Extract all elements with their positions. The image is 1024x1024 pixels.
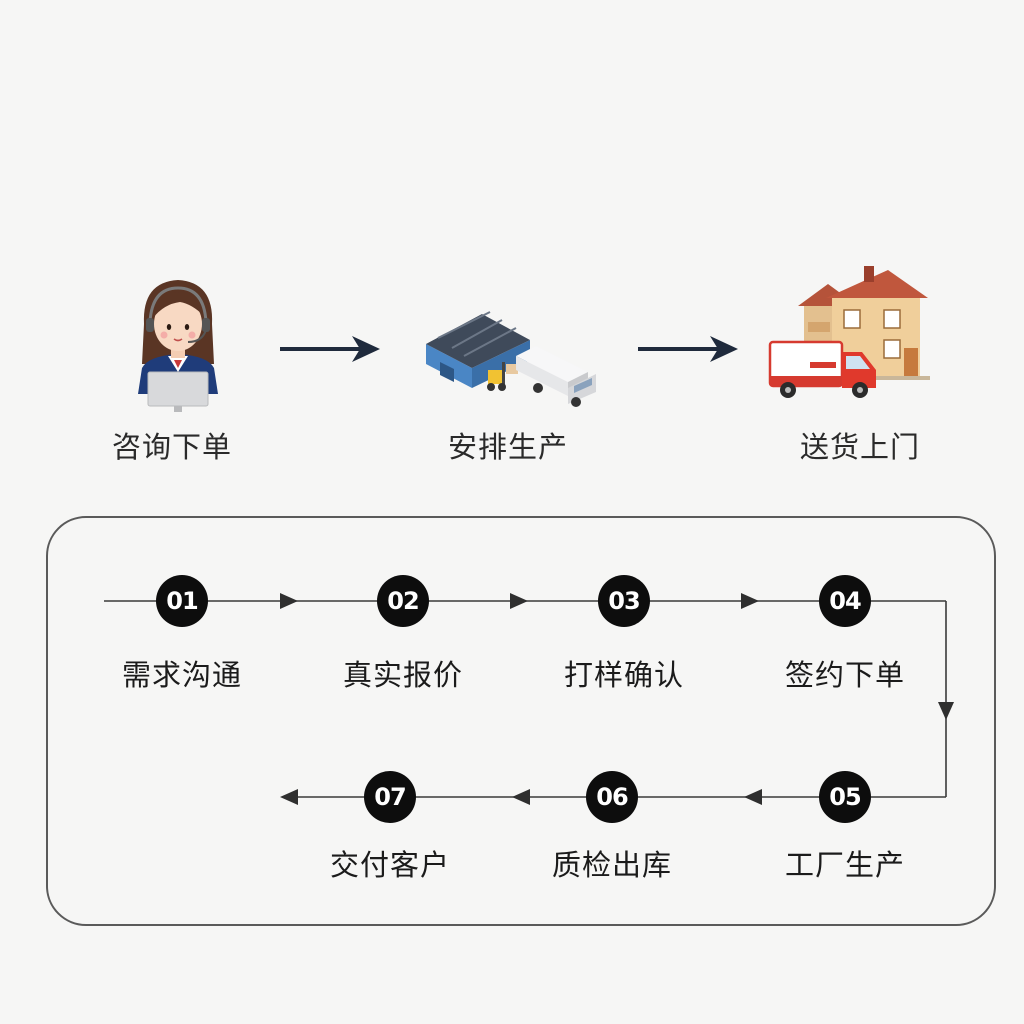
top-arrow-2 [636, 334, 740, 364]
step-label-04: 签约下单 [784, 658, 905, 692]
factory-warehouse-icon [418, 292, 600, 408]
flow-arrowhead [510, 593, 528, 609]
top-arrow-1 [278, 334, 382, 364]
customer-service-agent-icon [128, 272, 228, 414]
step-number-01: 01 [156, 575, 208, 627]
step-label-07: 交付客户 [329, 848, 450, 882]
step-label-01: 需求沟通 [121, 658, 242, 692]
step-number-03: 03 [598, 575, 650, 627]
step-number-07: 07 [364, 771, 416, 823]
step-number-04: 04 [819, 575, 871, 627]
flow-arrowhead [938, 702, 954, 720]
flow-arrowhead [280, 789, 298, 805]
flow-arrowhead [741, 593, 759, 609]
flow-arrowhead [744, 789, 762, 805]
step-label-06: 质检出库 [551, 848, 672, 882]
flow-arrowhead [512, 789, 530, 805]
process-box [46, 516, 996, 926]
step-number-06: 06 [586, 771, 638, 823]
step-label-02: 真实报价 [342, 658, 463, 692]
step-number-05: 05 [819, 771, 871, 823]
top-stage-label-3: 送货上门 [799, 430, 920, 464]
top-stage-label-1: 咨询下单 [111, 430, 232, 464]
step-number-02: 02 [377, 575, 429, 627]
step-label-05: 工厂生产 [784, 848, 905, 882]
top-stage-label-2: 安排生产 [447, 430, 568, 464]
flow-arrowhead [280, 593, 298, 609]
delivery-house-icon [764, 266, 934, 406]
step-label-03: 打样确认 [563, 658, 684, 692]
